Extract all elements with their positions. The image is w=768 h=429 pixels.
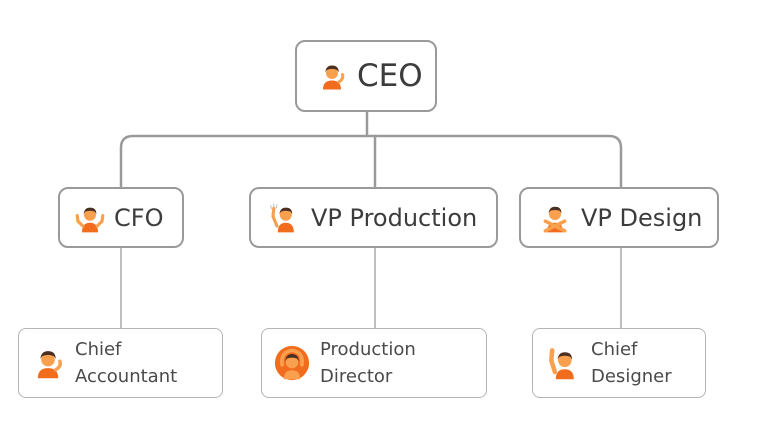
branch-bus-line — [119, 134, 623, 189]
person-tipping-hand-icon — [37, 351, 62, 379]
person-shrugging-icon — [75, 207, 105, 232]
production-director-line1: Production — [320, 339, 416, 360]
person-gesturing-ok-icon — [274, 345, 310, 381]
production-director-line2: Director — [320, 366, 393, 387]
chief-accountant-label: Chief Accountant — [75, 336, 177, 390]
person-tipping-hand-icon — [323, 65, 345, 90]
ceo-label: CEO — [357, 58, 423, 94]
chief-accountant-node[interactable]: Chief Accountant — [18, 328, 223, 398]
production-director-node[interactable]: Production Director — [261, 328, 487, 398]
vp-production-label: VP Production — [311, 203, 478, 232]
chief-designer-label: Chief Designer — [591, 336, 672, 390]
cfo-label: CFO — [114, 203, 164, 232]
vp-production-node[interactable]: VP Production — [249, 187, 498, 248]
chief-accountant-line1: Chief — [75, 339, 122, 360]
vp-design-label: VP Design — [581, 203, 703, 232]
chief-designer-line1: Chief — [591, 339, 638, 360]
person-raising-hand-icon — [270, 203, 294, 232]
production-director-label: Production Director — [320, 336, 416, 390]
person-gesturing-no-icon — [543, 206, 567, 233]
chief-designer-node[interactable]: Chief Designer — [532, 328, 706, 398]
vp-design-node[interactable]: VP Design — [519, 187, 719, 248]
person-raising-hand-icon — [549, 348, 574, 380]
ceo-node[interactable]: CEO — [295, 40, 437, 112]
chief-designer-line2: Designer — [591, 366, 672, 387]
cfo-node[interactable]: CFO — [58, 187, 184, 248]
chief-accountant-line2: Accountant — [75, 366, 178, 387]
